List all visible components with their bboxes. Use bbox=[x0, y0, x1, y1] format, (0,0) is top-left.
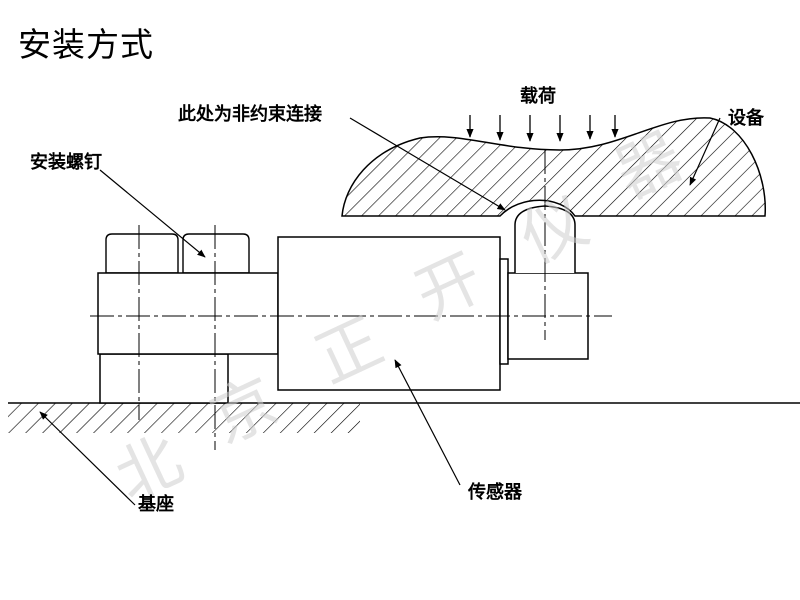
load-label: 载荷 bbox=[520, 86, 556, 107]
equipment-label: 设备 bbox=[728, 108, 764, 129]
equipment-body bbox=[341, 117, 766, 217]
sensor-body bbox=[277, 236, 501, 391]
page-title: 安装方式 bbox=[18, 25, 154, 64]
mounting-screw-label: 安装螺钉 bbox=[30, 152, 102, 173]
non-constraint-connection-label: 此处为非约束连接 bbox=[178, 104, 322, 125]
sensor-label: 传感器 bbox=[468, 482, 522, 503]
mounting-block bbox=[97, 272, 279, 404]
leader-lines bbox=[39, 117, 721, 506]
mounting-screw-heads bbox=[105, 233, 250, 274]
load-arrows bbox=[466, 115, 619, 142]
base bbox=[8, 402, 800, 433]
base-label: 基座 bbox=[138, 494, 174, 515]
center-lines bbox=[90, 150, 612, 450]
